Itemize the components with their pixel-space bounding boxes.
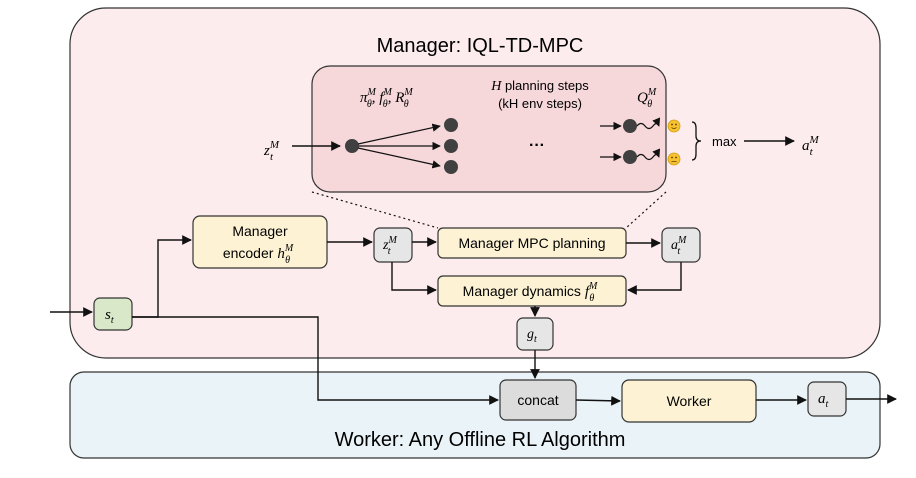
branch-node-top [444, 118, 458, 132]
max-label: max [712, 134, 737, 149]
zoom-line-left [311, 191, 439, 229]
state-label: st [105, 307, 114, 326]
rollout-node-bottom [623, 150, 637, 164]
branch-arrow-bottom [357, 147, 441, 169]
max-brace [691, 121, 702, 161]
state-to-concat-arrow [132, 316, 499, 405]
zoom-line-right [625, 191, 667, 229]
worker-box [621, 379, 757, 423]
branch-node-bottom [444, 160, 458, 174]
z-to-dynamics-arrow [391, 262, 437, 295]
state-node [93, 297, 133, 331]
worker-action-label: at [818, 391, 829, 410]
goal-label: gt [527, 327, 537, 345]
smiley-icon [667, 119, 681, 133]
planning-ellipsis: ··· [529, 137, 545, 154]
worker-title: Worker: Any Offline RL Algorithm [335, 429, 626, 451]
branch-node-mid [444, 139, 458, 153]
horizon-env-steps-label: (kH env steps) [498, 96, 582, 111]
rollout-squiggle-bottom [636, 148, 661, 161]
smiley-eye-right [675, 123, 677, 126]
neutral-face-icon [667, 152, 681, 166]
manager-title: Manager: IQL-TD-MPC [377, 35, 584, 57]
rollout-squiggle-top [636, 117, 661, 130]
planning-root-node [345, 139, 359, 153]
worker-label: Worker [667, 393, 712, 409]
branch-arrow-top [357, 123, 441, 145]
manager-dynamics-box [437, 275, 627, 307]
rollout-node-top [623, 119, 637, 133]
neutral-eye-left [671, 156, 673, 159]
smiley-eye-left [671, 123, 673, 126]
action-to-dynamics-arrow [627, 262, 682, 295]
smiley-mouth [671, 127, 677, 129]
horizon-label: H planning steps [490, 78, 589, 94]
planning-detail-panel [311, 65, 667, 193]
neutral-mouth [671, 160, 677, 163]
z-latent-node [373, 227, 413, 263]
concat-to-worker-arrow [575, 395, 621, 406]
neutral-eye-right [675, 156, 677, 159]
manager-encoder-line1: Manager [232, 223, 288, 239]
concat-label: concat [517, 392, 558, 408]
manager-mpc-planning-label: Manager MPC planning [458, 235, 605, 251]
